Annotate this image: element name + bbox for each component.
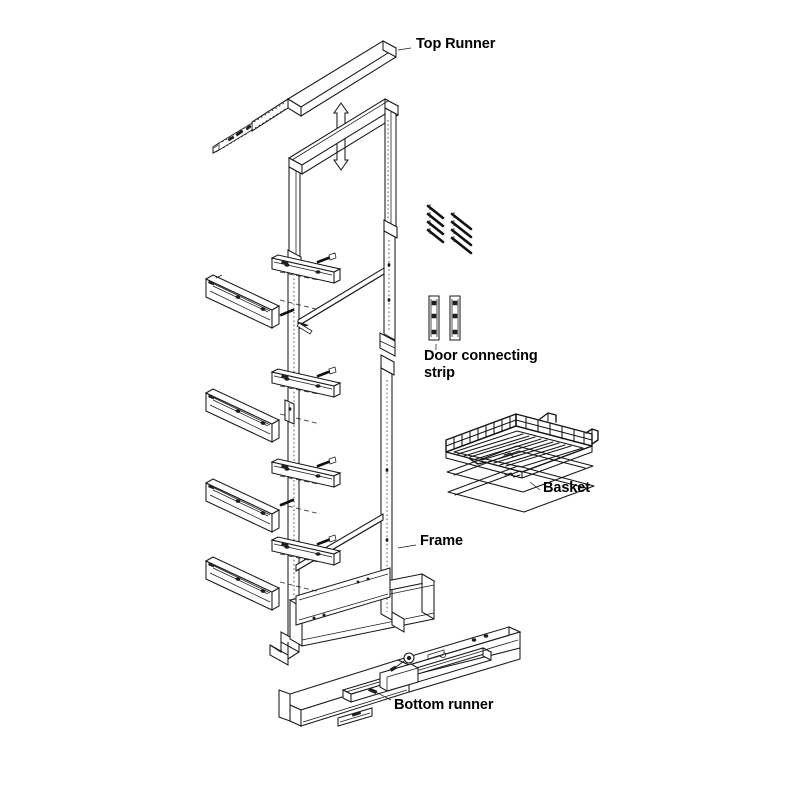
slide-assembly-level-1	[204, 252, 342, 329]
frame-part	[269, 98, 436, 666]
screws-part	[426, 204, 473, 255]
label-frame: Frame	[420, 533, 464, 549]
slide-assembly-level-3	[204, 456, 342, 533]
bottom-runner-part	[278, 626, 522, 727]
slide-assembly-level-2	[204, 366, 342, 443]
door-connecting-strip-part	[428, 295, 461, 350]
slide-assembly-level-4	[204, 534, 342, 611]
label-top-runner: Top Runner	[416, 36, 496, 52]
label-bottom-runner: Bottom runner	[394, 697, 494, 713]
label-door-connecting-strip: Door connecting strip	[424, 348, 538, 381]
top-runner-part	[212, 40, 412, 154]
label-basket: Basket	[543, 480, 590, 496]
basket-part	[445, 412, 599, 513]
